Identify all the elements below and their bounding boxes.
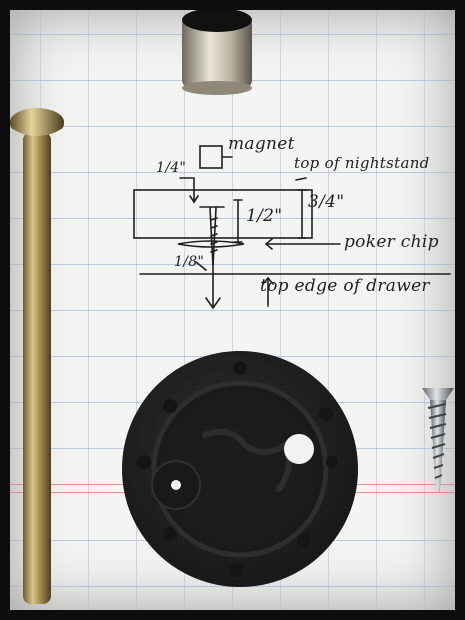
magnet-label: magnet	[228, 134, 295, 154]
magnet-cylinder	[182, 10, 252, 95]
quarter-inch-label: 1/4"	[156, 160, 187, 176]
poker-chip	[122, 351, 358, 587]
wood-screw	[422, 388, 454, 492]
eighth-inch-label: 1/8"	[174, 254, 205, 270]
top-edge-of-drawer-label: top edge of drawer	[260, 276, 430, 296]
three-quarter-inch-label: 3/4"	[308, 192, 345, 212]
half-inch-label: 1/2"	[246, 206, 283, 226]
notebook-paper: magnet top of nightstand 1/4" 1/2" 3/4" …	[10, 10, 455, 610]
photo-scene	[10, 10, 454, 604]
top-of-nightstand-label: top of nightstand	[294, 154, 430, 172]
hand-sketch	[133, 145, 451, 310]
poker-chip-label: poker chip	[344, 232, 439, 252]
brass-pin	[10, 108, 64, 604]
